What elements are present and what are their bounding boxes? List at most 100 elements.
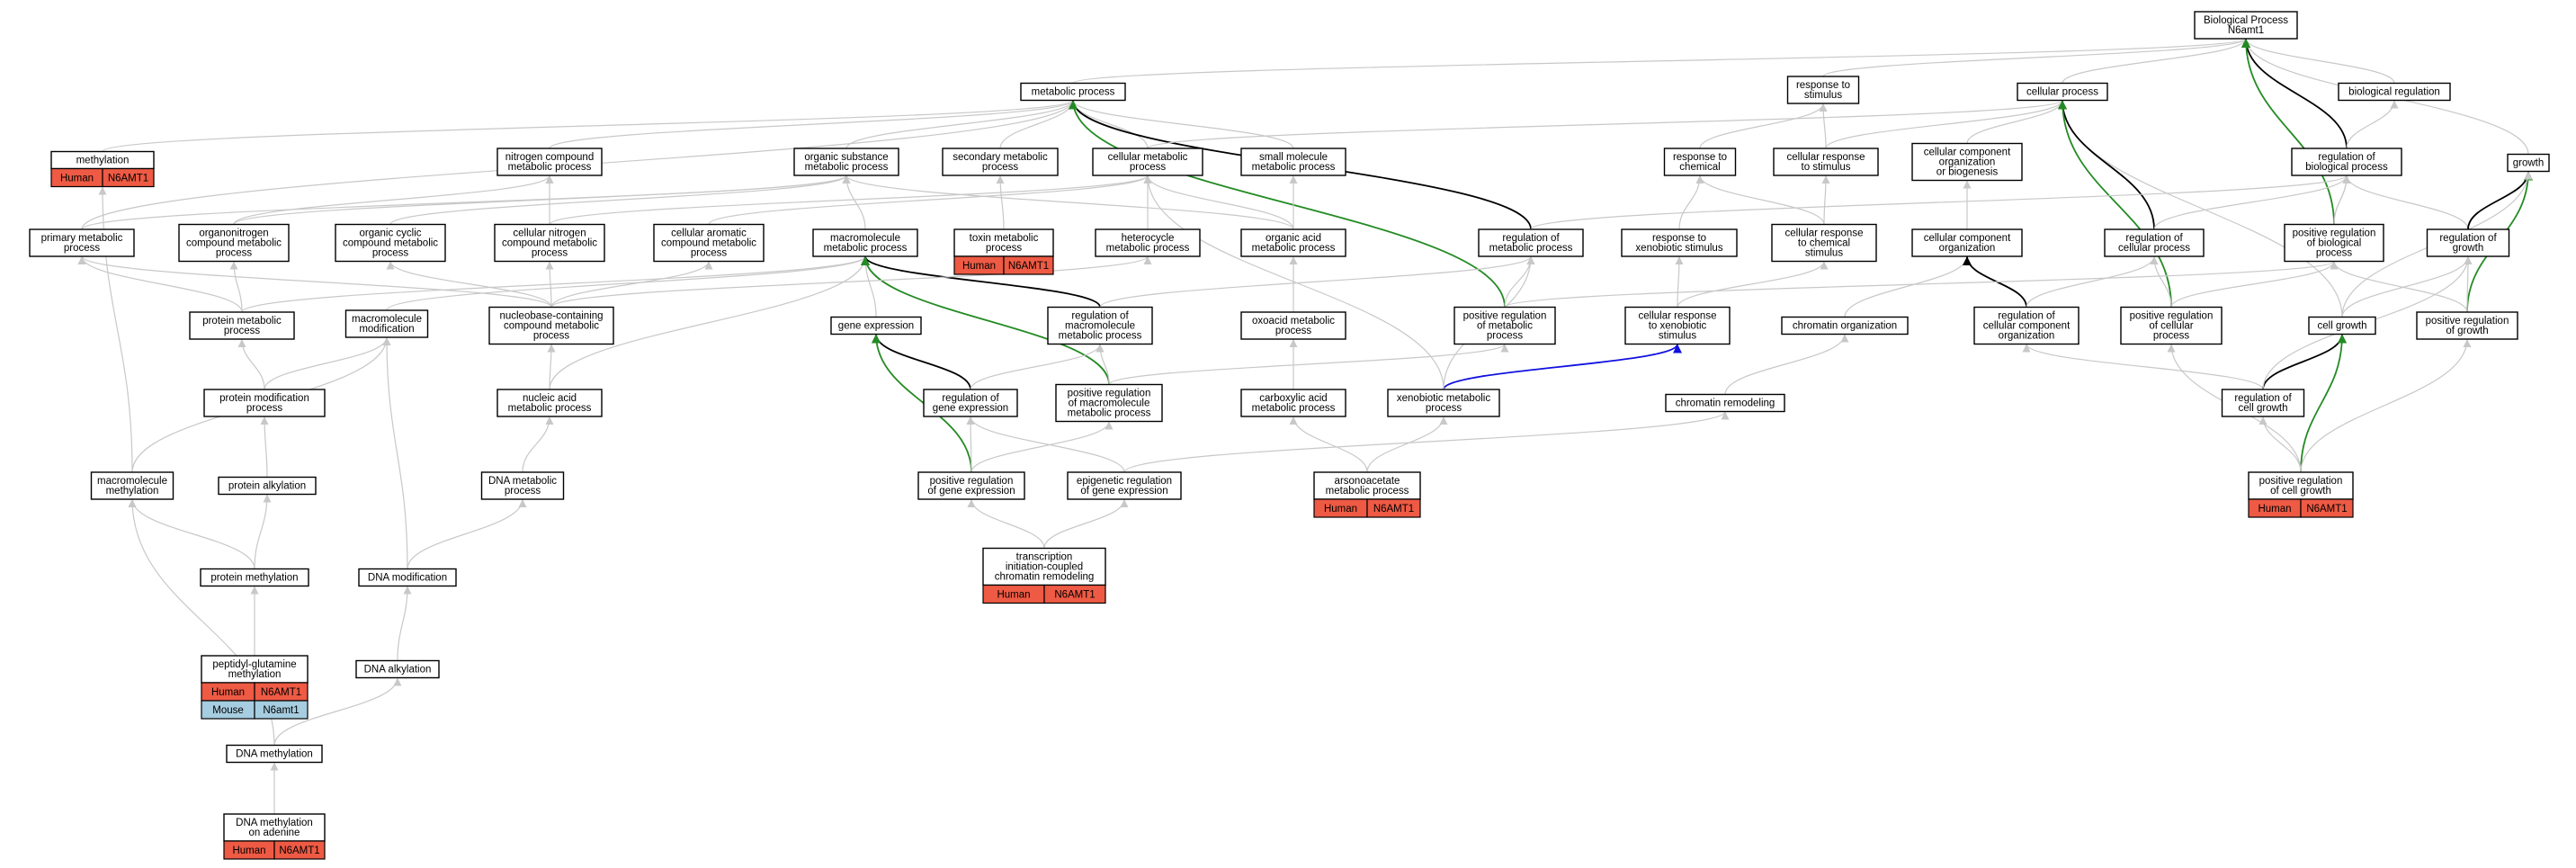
- gene-cell: [2300, 498, 2354, 518]
- edge-gray: [2241, 38, 2395, 84]
- go-term-label-line: regulation of: [1071, 311, 1129, 322]
- go-term-label-line: metabolic process: [824, 243, 908, 254]
- go-term-label-line: positive regulation: [2293, 228, 2376, 239]
- go-term-box: [1020, 82, 1126, 102]
- go-term-node[interactable]: gene expression: [830, 316, 922, 336]
- go-term-node[interactable]: protein alkylation: [218, 476, 317, 496]
- go-term-box: [942, 148, 1059, 176]
- go-term-label-line: metabolic process: [1489, 243, 1573, 254]
- go-term-node[interactable]: growth: [2507, 153, 2550, 173]
- go-term-node[interactable]: transcriptioninitiation-coupledchromatin…: [982, 547, 1106, 604]
- edge-gray: [1675, 255, 1684, 308]
- go-term-node[interactable]: protein methylation: [200, 568, 309, 587]
- go-term-box: [201, 655, 309, 684]
- edge-black: [2241, 38, 2348, 149]
- go-term-label-line: peptidyl-glutamine: [212, 659, 296, 670]
- go-term-label-line: nucleic acid: [523, 393, 577, 404]
- edge-gray: [1677, 261, 1829, 308]
- go-term-label-line: of growth: [2446, 326, 2488, 336]
- edge-gray: [1108, 343, 1509, 386]
- go-term-box: [1313, 471, 1421, 500]
- go-term-label-line: positive regulation: [1463, 311, 1547, 322]
- go-term-node[interactable]: cell growth: [2308, 316, 2376, 336]
- go-term-box: [1453, 306, 1556, 345]
- go-term-label-line: metabolic process: [1106, 243, 1190, 254]
- go-term-label-line: Biological Process: [2204, 15, 2288, 26]
- go-term-label-line: regulation of: [1502, 233, 1560, 244]
- edge-gray: [1069, 100, 1294, 149]
- go-term-node[interactable]: DNA alkylation: [355, 659, 440, 679]
- go-term-label-line: primary metabolic: [41, 233, 123, 244]
- go-term-node[interactable]: chromatin organization: [1781, 316, 1909, 336]
- go-term-node[interactable]: biological regulation: [2338, 82, 2451, 102]
- go-term-node[interactable]: DNA methylation: [226, 744, 323, 764]
- go-term-node[interactable]: chromatin remodeling: [1665, 393, 1785, 413]
- go-term-box: [2507, 153, 2550, 173]
- go-term-label-line: response to: [1673, 152, 1727, 163]
- edge-gray: [522, 416, 554, 473]
- go-term-label-line: of cell growth: [2270, 486, 2331, 497]
- go-term-node[interactable]: DNA modification: [358, 568, 457, 587]
- go-term-node[interactable]: metabolic process: [1020, 82, 1126, 102]
- edge-gray: [1821, 174, 1830, 225]
- edge-gray: [2300, 338, 2472, 473]
- go-term-label-line: to xenobiotic: [1649, 321, 1707, 332]
- go-term-node[interactable]: cellular process: [2017, 82, 2108, 102]
- edge-gray: [2058, 100, 2343, 318]
- go-term-label-line: metabolic process: [1252, 162, 1336, 173]
